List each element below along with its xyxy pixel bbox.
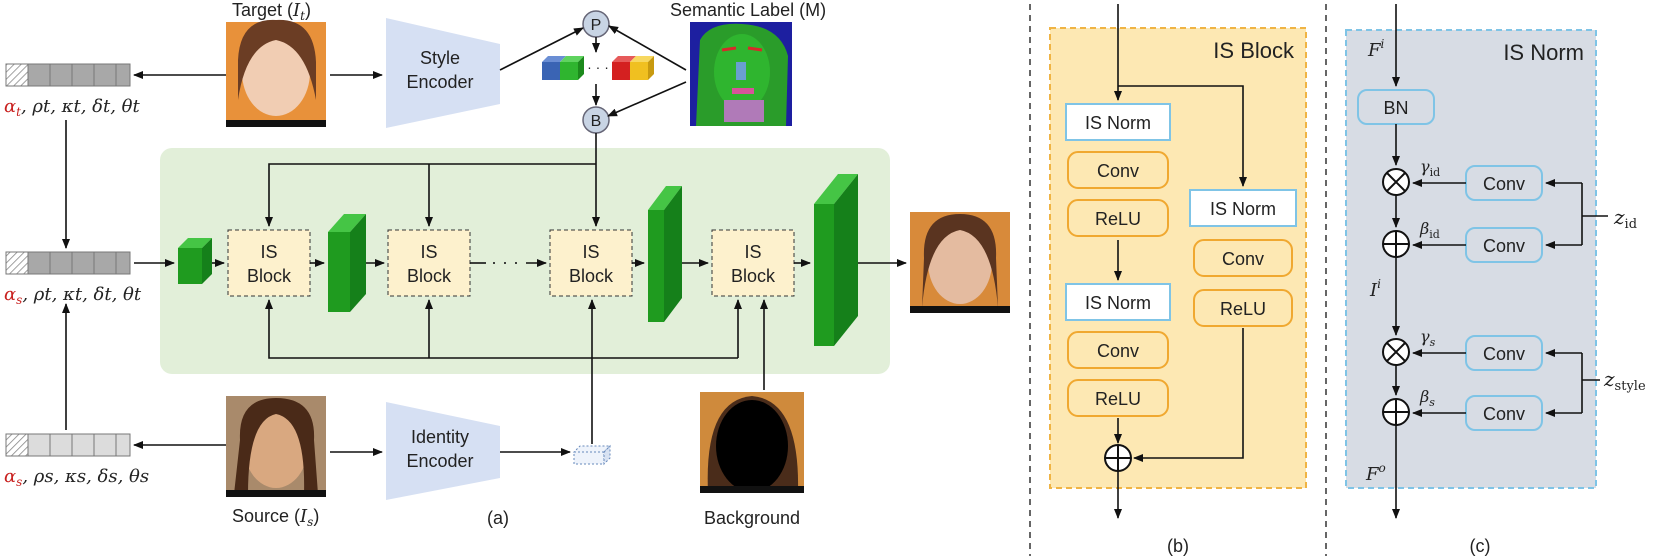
svg-text:Conv: Conv [1483,404,1525,424]
caption-a: (a) [487,508,509,528]
b-conv-2 [1067,331,1169,369]
svg-text:Conv: Conv [1097,341,1139,361]
svg-text:ReLU: ReLU [1095,389,1141,409]
svg-text:Conv: Conv [1483,174,1525,194]
target-face-image [226,19,326,127]
b-is-norm-3 [1189,189,1297,227]
panel-a: Target (It) Source (Is) Background [4,0,1010,529]
style-code-cubes: · · · [542,56,654,80]
is-block-4: IS Block [711,229,795,297]
svg-text:IS: IS [744,242,761,262]
source-label: Source (Is) [232,506,319,529]
b-relu-1 [1067,199,1169,237]
node-b-label: B [591,113,602,130]
svg-text:Block: Block [731,266,776,286]
panel-b-title: IS Block [1213,38,1295,63]
node-p-label: P [591,17,602,34]
svg-text:IS Norm: IS Norm [1085,113,1151,133]
i-mid-label: Ii [1369,277,1381,301]
is-block-1: IS Block [227,229,311,297]
panel-c-connectors [1392,4,1608,519]
z-id-label: zid [1613,205,1637,232]
identity-code [572,444,612,466]
beta-s-label: βs [1419,387,1435,409]
param-vector-source [5,433,131,457]
svg-text:ReLU: ReLU [1220,299,1266,319]
semantic-label-image [690,22,792,126]
f-out-label: Fo [1365,461,1386,485]
svg-text:Conv: Conv [1222,249,1264,269]
svg-text:IS Norm: IS Norm [1210,199,1276,219]
panel-b-connectors [1114,4,1247,519]
feature-cube-4 [814,174,858,346]
b-relu-3 [1193,289,1293,327]
params-mixed: αs, ρt, κt, δt, θt [4,284,142,307]
identity-encoder [386,402,500,500]
svg-text:IS: IS [420,242,437,262]
beta-id-label: βid [1419,219,1440,241]
svg-text:Block: Block [247,266,292,286]
b-conv-3 [1193,239,1293,277]
b-relu-2 [1067,379,1169,417]
style-encoder-line1: Style [420,48,460,68]
svg-text:Block: Block [569,266,614,286]
z-style-label: zstyle [1603,367,1646,394]
background-image [700,392,804,493]
svg-text:ReLU: ReLU [1095,209,1141,229]
background-label: Background [704,508,800,528]
f-in-label: Fi [1367,37,1385,61]
params-source: αs, ρs, κs, δs, θs [4,466,149,489]
panel-b: IS Block IS Norm Conv ReLU IS Norm Conv … [1049,4,1307,556]
svg-text:IS: IS [260,242,277,262]
panel-c-title: IS Norm [1503,40,1584,65]
b-add-op-cross [1105,445,1131,471]
svg-text:Conv: Conv [1097,161,1139,181]
style-code-dots: · · · [587,59,609,75]
svg-text:Conv: Conv [1483,344,1525,364]
block-dots: · · · [491,252,519,272]
gamma-s-label: γs [1420,327,1436,349]
svg-text:BN: BN [1383,98,1408,118]
identity-encoder-line2: Encoder [406,451,473,471]
caption-c: (c) [1470,536,1491,556]
feature-cube-2 [328,214,366,312]
param-vector-target [5,63,131,87]
identity-encoder-line1: Identity [411,427,469,447]
params-target: αt, ρt, κt, δt, θt [4,96,141,119]
is-block-2: IS Block [387,229,471,297]
svg-text:IS: IS [582,242,599,262]
svg-text:IS Norm: IS Norm [1085,293,1151,313]
target-label: Target (It) [232,0,311,23]
semantic-label-title: Semantic Label (M) [670,0,826,20]
param-vector-mixed [5,251,131,275]
feature-cube-3 [648,186,682,322]
style-encoder [386,18,500,128]
output-face-image [910,212,1010,313]
b-conv-1 [1067,151,1169,189]
caption-b: (b) [1167,536,1189,556]
feature-cube-1 [178,238,212,284]
is-block-3: IS Block [549,229,633,297]
generator-area [160,148,890,374]
source-face-image [226,396,326,497]
svg-text:Conv: Conv [1483,236,1525,256]
panel-c: IS Norm Fi BN Conv Conv Conv Conv γid βi… [1345,4,1646,556]
b-is-norm-2 [1065,283,1171,321]
svg-text:Block: Block [407,266,452,286]
style-encoder-line2: Encoder [406,72,473,92]
b-is-norm-1 [1065,103,1171,141]
panel-a-connectors [62,25,907,456]
gamma-id-label: γid [1420,157,1440,179]
